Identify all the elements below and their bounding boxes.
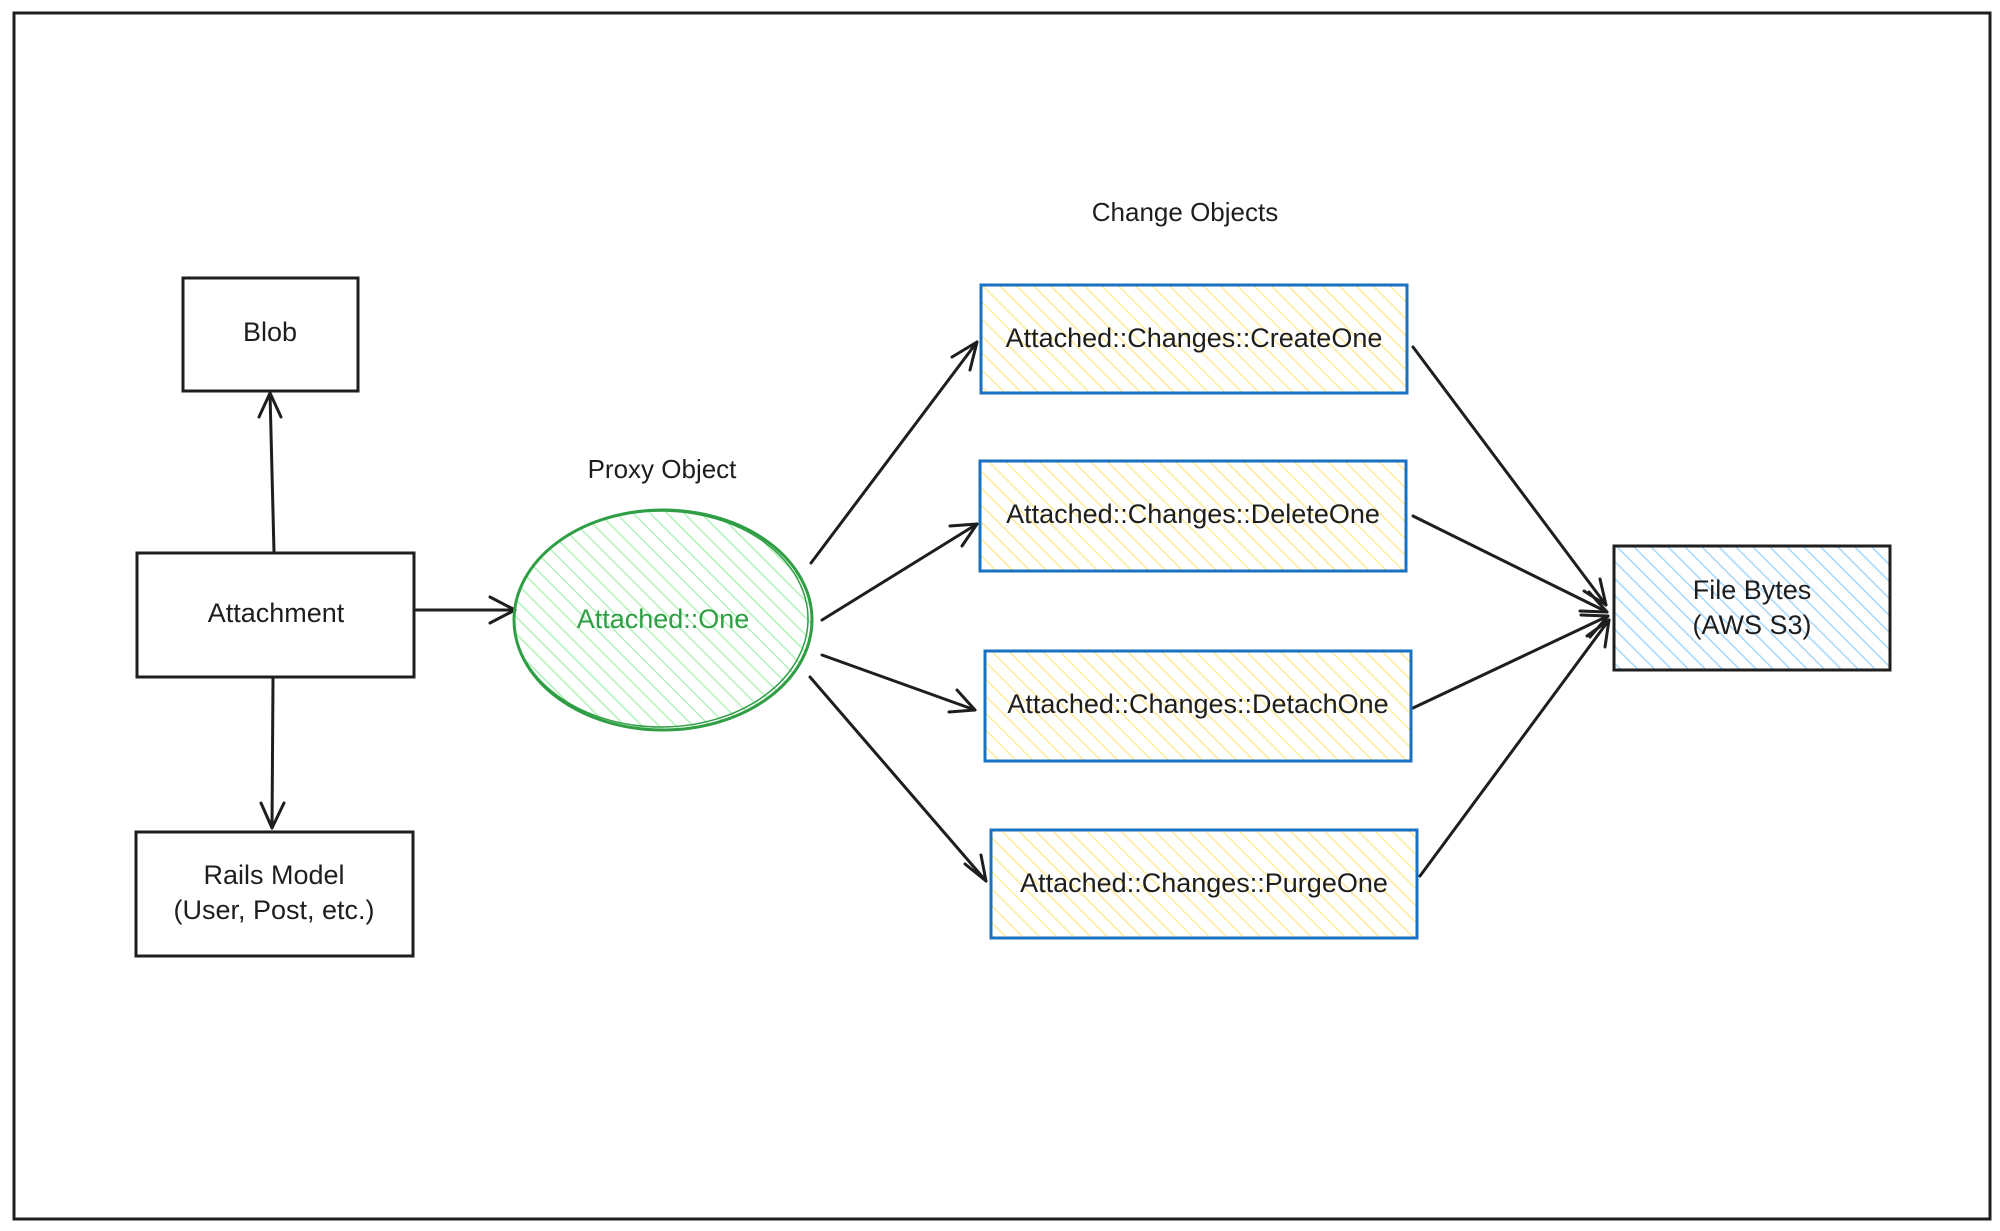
caption-proxy-object: Proxy Object [588,454,738,484]
node-proxy-label: Attached::One [577,604,750,634]
outer-frame [12,11,1992,1221]
edges [257,340,1611,883]
edge-delete-one-to-file-bytes [1411,514,1609,614]
node-file-bytes-label-line2: (AWS S3) [1692,610,1811,640]
node-create-one-label: Attached::Changes::CreateOne [1006,323,1383,353]
edge-purge-one-to-file-bytes [1418,618,1611,878]
node-blob[interactable]: Blob [181,276,360,393]
edge-attachment-to-rails-model [259,677,286,830]
node-rails-model[interactable]: Rails Model (User, Post, etc.) [134,830,415,958]
edge-proxy-to-purge-one [808,675,988,883]
node-attachment[interactable]: Attachment [135,551,416,679]
edge-attachment-to-proxy [414,595,517,625]
edge-proxy-to-create-one [809,340,979,565]
edge-proxy-to-delete-one [820,522,979,622]
node-blob-label: Blob [243,317,297,347]
edge-create-one-to-file-bytes [1411,345,1608,607]
node-attachment-label: Attachment [208,598,345,628]
node-proxy-attached-one[interactable]: Attached::One [512,508,814,732]
edge-attachment-to-blob [257,391,283,554]
node-purge-one-label: Attached::Changes::PurgeOne [1020,868,1388,898]
node-detach-one[interactable]: Attached::Changes::DetachOne [983,649,1413,763]
caption-change-objects: Change Objects [1092,197,1278,227]
node-delete-one[interactable]: Attached::Changes::DeleteOne [978,459,1408,573]
node-purge-one[interactable]: Attached::Changes::PurgeOne [989,828,1419,940]
node-rails-model-label-line1: Rails Model [203,860,344,890]
node-file-bytes-label-line1: File Bytes [1693,575,1812,605]
edge-proxy-to-detach-one [820,653,977,714]
node-rails-model-label-line2: (User, Post, etc.) [173,895,374,925]
node-delete-one-label: Attached::Changes::DeleteOne [1006,499,1380,529]
node-create-one[interactable]: Attached::Changes::CreateOne [979,283,1409,395]
node-detach-one-label: Attached::Changes::DetachOne [1007,689,1388,719]
node-file-bytes[interactable]: File Bytes (AWS S3) [1612,544,1892,672]
